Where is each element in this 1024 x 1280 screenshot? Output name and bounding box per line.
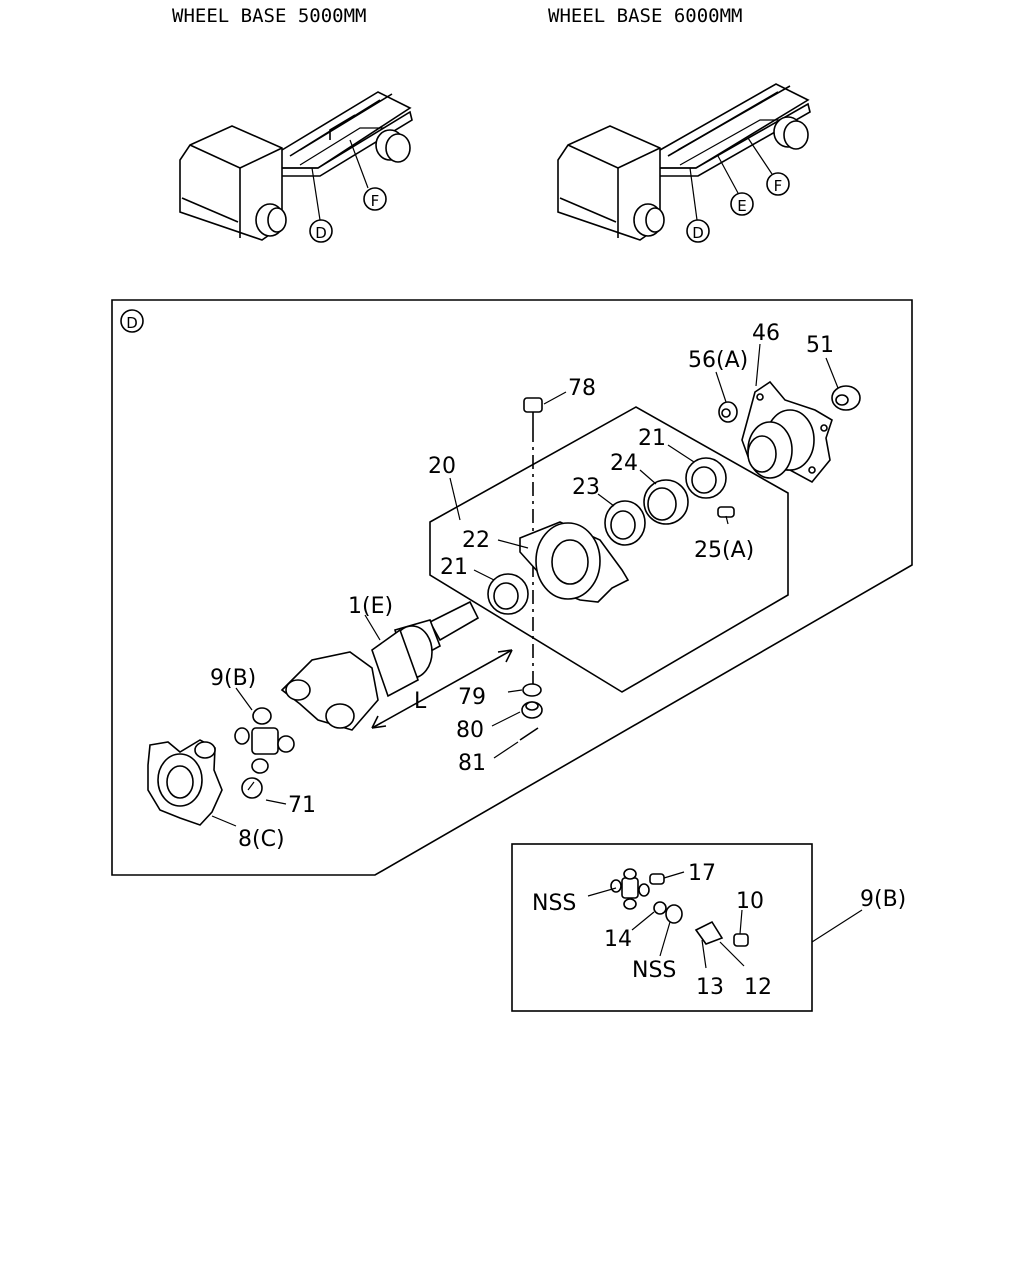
callout-circle-d xyxy=(309,219,333,243)
nut-56 xyxy=(718,401,738,423)
nut-51 xyxy=(831,385,861,411)
universal-joint-9 xyxy=(234,707,295,774)
detail-callout-9b: 9(B) xyxy=(860,887,906,912)
callout-f-left: F xyxy=(371,192,380,210)
label-21-upper: 21 xyxy=(638,426,666,451)
spider-cross xyxy=(610,868,650,910)
callout-circle-e-right xyxy=(730,192,754,216)
detail-panel-border xyxy=(511,843,813,1012)
flange-46 xyxy=(741,380,833,484)
label-81: 81 xyxy=(458,751,486,776)
shaft-1 xyxy=(371,600,480,698)
callout-circle-d-right xyxy=(686,219,710,243)
nut-71 xyxy=(241,777,263,799)
bolt-78 xyxy=(523,391,567,690)
leader-lines-detail xyxy=(587,871,745,969)
leader-lines-main xyxy=(211,343,839,827)
nipple-25 xyxy=(717,506,735,518)
plate-13 xyxy=(694,920,724,945)
label-24: 24 xyxy=(610,451,638,476)
label-12: 12 xyxy=(744,975,772,1000)
label-79: 79 xyxy=(458,685,486,710)
center-bearing-22 xyxy=(519,521,630,603)
label-13: 13 xyxy=(696,975,724,1000)
washer-14 xyxy=(653,901,667,915)
ring-23 xyxy=(604,500,646,546)
washer-79 xyxy=(522,683,542,697)
main-panel-border xyxy=(111,299,913,876)
label-46: 46 xyxy=(752,321,780,346)
callout-d-left: D xyxy=(315,224,327,242)
length-arrow xyxy=(371,649,513,729)
label-23: 23 xyxy=(572,475,600,500)
pin-81 xyxy=(519,727,539,741)
callout-e-right: E xyxy=(737,197,746,215)
label-71: 71 xyxy=(288,793,316,818)
label-14: 14 xyxy=(604,927,632,952)
callout-d-right: D xyxy=(692,224,704,242)
label-56a: 56(A) xyxy=(688,348,748,373)
ring-24 xyxy=(643,479,689,525)
label-nss-cap: NSS xyxy=(632,958,676,983)
bearing-21-upper xyxy=(685,457,727,499)
label-8c: 8(C) xyxy=(238,827,285,852)
section-marker-circle xyxy=(120,309,144,333)
label-17: 17 xyxy=(688,861,716,886)
flange-yoke-8 xyxy=(147,739,223,826)
heading-wheelbase-6000: WHEEL BASE 6000MM xyxy=(548,5,742,27)
nut-80 xyxy=(521,701,543,719)
heading-wheelbase-5000: WHEEL BASE 5000MM xyxy=(172,5,366,27)
bolt-10 xyxy=(733,933,749,947)
detail-callout-leader xyxy=(811,909,863,943)
label-length: L xyxy=(414,689,427,714)
label-22: 22 xyxy=(462,528,490,553)
assembly-20-outline xyxy=(429,406,789,693)
label-10: 10 xyxy=(736,889,764,914)
callout-circle-f-right xyxy=(766,172,790,196)
section-marker-d: D xyxy=(126,314,138,332)
label-9b: 9(B) xyxy=(210,666,256,691)
callout-circle-f xyxy=(363,187,387,211)
truck-illustration-6000: D E F xyxy=(557,83,811,243)
yoke xyxy=(280,651,379,731)
label-25a: 25(A) xyxy=(694,538,754,563)
grease-nipple-17 xyxy=(649,873,665,885)
truck-illustration-5000: D F xyxy=(179,91,413,243)
label-nss-spider: NSS xyxy=(532,891,576,916)
label-20: 20 xyxy=(428,454,456,479)
label-80: 80 xyxy=(456,718,484,743)
label-51: 51 xyxy=(806,333,834,358)
label-21-lower: 21 xyxy=(440,555,468,580)
callout-f-right: F xyxy=(774,177,783,195)
label-1e: 1(E) xyxy=(348,594,393,619)
cap-nss xyxy=(665,904,683,924)
label-78: 78 xyxy=(568,376,596,401)
bearing-21-lower xyxy=(487,573,529,615)
